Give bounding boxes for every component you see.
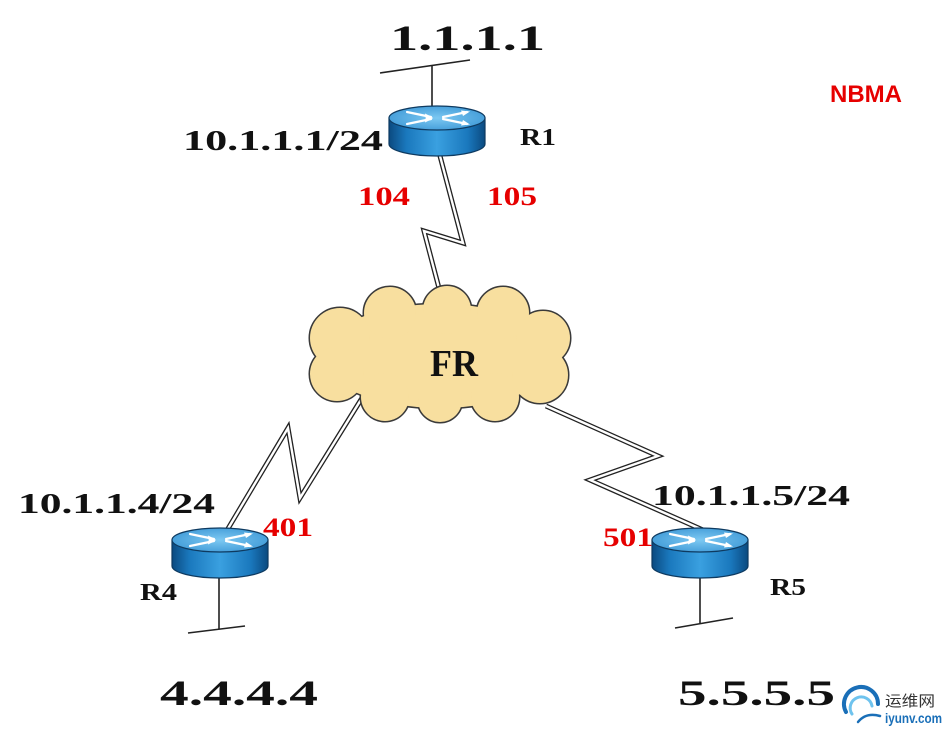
diagram-type-label: NBMA	[830, 81, 902, 108]
r5-loopback-address: 5.5.5.5	[678, 673, 835, 713]
r4-interface-ip: 10.1.1.4/24	[18, 489, 215, 520]
serial-link-r1-fr	[420, 155, 467, 293]
loopback-stub-r4	[187, 578, 246, 634]
r1-name: R1	[520, 125, 556, 151]
watermark-site-text: iyunv.com	[885, 710, 942, 726]
r1-dlci-105: 105	[487, 182, 537, 211]
r1-loopback-address: 1.1.1.1	[390, 18, 545, 58]
serial-link-r4-fr	[223, 396, 365, 534]
r5-interface-ip: 10.1.1.5/24	[652, 481, 850, 512]
router-r1-icon	[387, 104, 487, 158]
watermark-cn-text: 运维网	[885, 692, 935, 710]
r1-interface-ip: 10.1.1.1/24	[183, 126, 383, 157]
r1-dlci-104: 104	[358, 182, 410, 211]
router-r4-icon	[170, 526, 270, 580]
r4-loopback-address: 4.4.4.4	[160, 673, 318, 713]
swirl-logo-icon	[842, 685, 882, 724]
serial-link-r5-fr	[544, 403, 705, 533]
router-r5-icon	[650, 526, 750, 580]
loopback-stub-r1	[379, 59, 471, 108]
r4-dlci-401: 401	[263, 513, 313, 542]
r5-name: R5	[770, 575, 806, 601]
r5-dlci-501: 501	[603, 523, 653, 552]
r4-name: R4	[140, 580, 177, 606]
cloud-label: FR	[430, 343, 479, 385]
loopback-stub-r5	[674, 578, 734, 629]
